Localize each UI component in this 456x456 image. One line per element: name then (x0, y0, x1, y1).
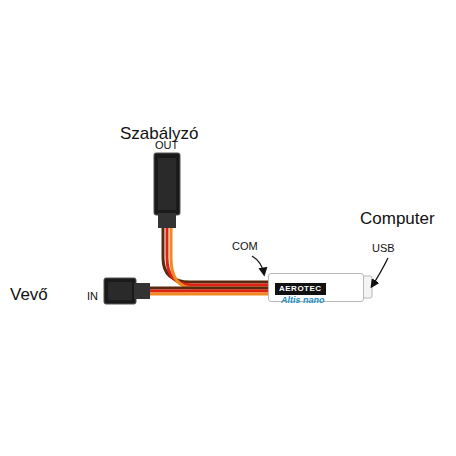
out-cable (163, 226, 270, 288)
part-label: Computer (360, 210, 435, 227)
port-label: USB (372, 243, 395, 254)
port-label: COM (232, 241, 258, 252)
in-connector (104, 278, 150, 304)
in-cable (148, 288, 270, 294)
out-connector (154, 153, 180, 228)
pin-label: OUT (155, 140, 178, 151)
brand-label: AEROTEC (275, 283, 326, 295)
device-body: AEROTECAltis nano (268, 273, 364, 302)
pin-label: IN (87, 291, 98, 302)
model-label: Altis nano (275, 296, 357, 306)
com-leader (252, 256, 264, 274)
usb-leader (372, 258, 388, 286)
part-label: Vevő (10, 286, 48, 303)
